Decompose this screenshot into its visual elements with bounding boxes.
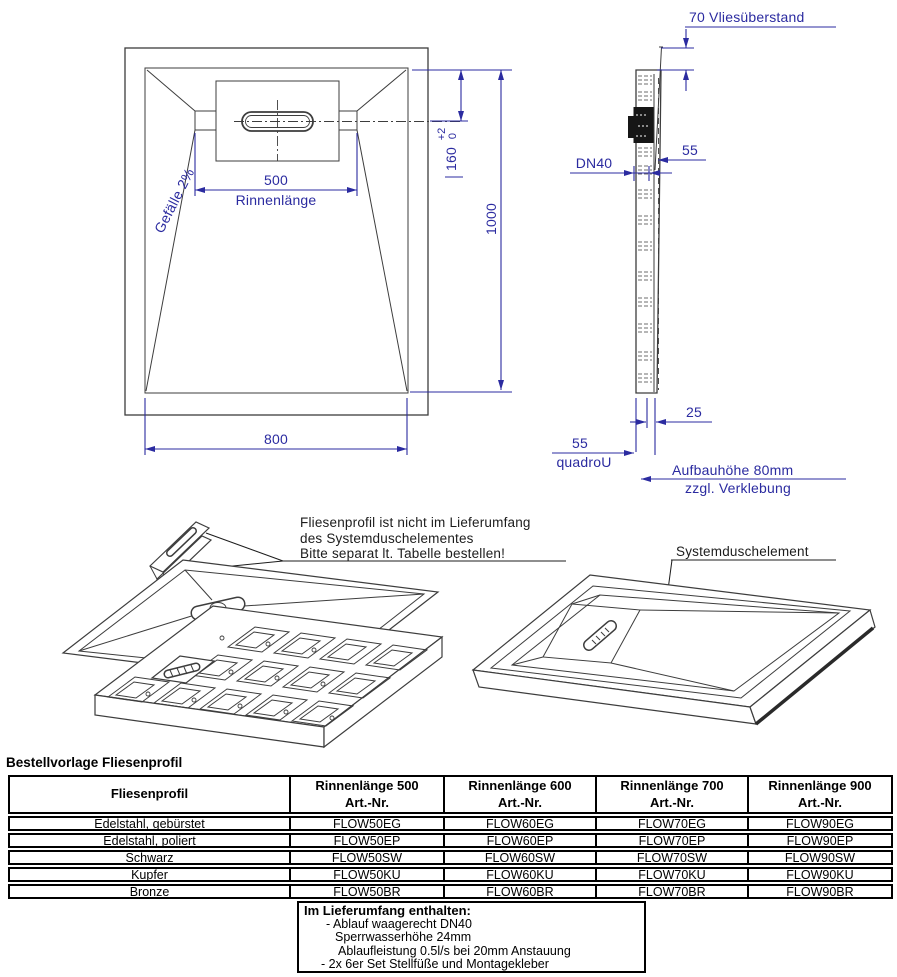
art-nr-cell: FLOW60KU (443, 869, 595, 882)
order-table-title: Bestellvorlage Fliesenprofil (6, 755, 183, 770)
label-verklebung: zzgl. Verklebung (685, 480, 791, 496)
table-row: Bronze FLOW50BR FLOW60BR FLOW70BR FLOW90… (8, 884, 893, 899)
scope-item: - 2x 6er Set Stellfüße und Montagekleber (321, 957, 549, 972)
label-rinnenlaenge: Rinnenlänge (236, 192, 317, 208)
drain-body (628, 107, 654, 143)
assembled-drain-grate (583, 620, 617, 651)
dim-55-top: 55 (682, 142, 698, 158)
note-line3: Bitte separat lt. Tabelle bestellen! (300, 546, 505, 561)
dim-width-800: 800 (264, 431, 288, 447)
row-label: Schwarz (125, 851, 174, 865)
label-quadrou: quadroU (556, 454, 611, 470)
art-nr-cell: FLOW60EP (443, 835, 595, 848)
scope-box-title: Im Lieferumfang enthalten: (304, 903, 471, 918)
label-vliesueberstand: 70 Vliesüberstand (689, 9, 804, 25)
foot-holes (145, 635, 335, 721)
assembled-view: Systemduschelement (471, 544, 876, 726)
base-element (93, 605, 444, 749)
art-nr-cell: FLOW70SW (595, 852, 747, 865)
scope-item: Ablaufleistung 0.5l/s bei 20mm Anstauung (338, 943, 571, 958)
label-systemduschelement: Systemduschelement (676, 544, 809, 559)
drawing-canvas: 500 Rinnenlänge 800 160 +2 0 1000 Gefäll… (61, 9, 876, 749)
exploded-view: Fliesenprofil ist nicht im Lieferumfang … (61, 515, 566, 749)
art-nr-cell: FLOW90BR (747, 886, 891, 899)
art-nr-cell: FLOW60SW (443, 852, 595, 865)
scope-item: Sperrwasserhöhe 24mm (335, 930, 472, 945)
label-aufbauhoehe: Aufbauhöhe 80mm (672, 462, 793, 478)
art-nr-cell: FLOW90KU (747, 869, 891, 882)
art-nr-cell: FLOW50EG (289, 818, 443, 831)
art-nr-cell: FLOW50EP (289, 835, 443, 848)
dim-rinnenlaenge-500: 500 (264, 172, 288, 188)
art-nr-cell: FLOW50KU (289, 869, 443, 882)
scope-of-delivery-box: Im Lieferumfang enthalten: - Ablauf waag… (297, 901, 646, 973)
art-nr-cell: FLOW90EP (747, 835, 891, 848)
row-label: Bronze (129, 885, 170, 899)
row-label: Edelstahl, poliert (103, 834, 196, 848)
art-nr-cell: FLOW60BR (443, 886, 595, 899)
table-row: Edelstahl, gebürstet FLOW50EG FLOW60EG F… (8, 816, 893, 831)
label-gefaelle: Gefälle 2% (151, 166, 197, 236)
art-nr-cell: FLOW70EG (595, 818, 747, 831)
art-nr-cell: FLOW70KU (595, 869, 747, 882)
label-dn40: DN40 (576, 155, 613, 171)
art-nr-cell: FLOW90SW (747, 852, 891, 865)
table-row: Edelstahl, poliert FLOW50EP FLOW60EP FLO… (8, 833, 893, 848)
note-line2: des Systemduschelementes (300, 531, 474, 546)
dim-drain-offset-160: 160 (443, 147, 459, 171)
art-nr-cell: FLOW60EG (443, 818, 595, 831)
dim-25: 25 (686, 404, 702, 420)
top-view: 500 Rinnenlänge 800 160 +2 0 1000 Gefäll… (124, 47, 512, 455)
side-view: 70 Vliesüberstand 55 DN40 25 55 quadroU … (552, 9, 846, 496)
art-nr-cell: FLOW70BR (595, 886, 747, 899)
tolerance-upper: +2 (436, 128, 448, 141)
fleece-edge (654, 46, 663, 171)
row-label: Edelstahl, gebürstet (94, 817, 205, 831)
row-label: Kupfer (131, 868, 168, 882)
dim-55-bottom: 55 (572, 435, 588, 451)
art-nr-cell: FLOW50BR (289, 886, 443, 899)
tolerance-lower: 0 (447, 133, 459, 139)
header-fliesenprofil: Fliesenprofil (110, 786, 189, 802)
dim-length-1000: 1000 (483, 203, 499, 235)
scope-item: - Ablauf waagerecht DN40 (326, 916, 472, 931)
table-row: Kupfer FLOW50KU FLOW60KU FLOW70KU FLOW90… (8, 867, 893, 882)
art-nr-cell: FLOW90EG (747, 818, 891, 831)
art-nr-cell: FLOW70EP (595, 835, 747, 848)
art-nr-cell: FLOW50SW (289, 852, 443, 865)
table-row: Schwarz FLOW50SW FLOW60SW FLOW70SW FLOW9… (8, 850, 893, 865)
base-drain-unit (150, 655, 216, 684)
note-line1: Fliesenprofil ist nicht im Lieferumfang (300, 515, 531, 530)
